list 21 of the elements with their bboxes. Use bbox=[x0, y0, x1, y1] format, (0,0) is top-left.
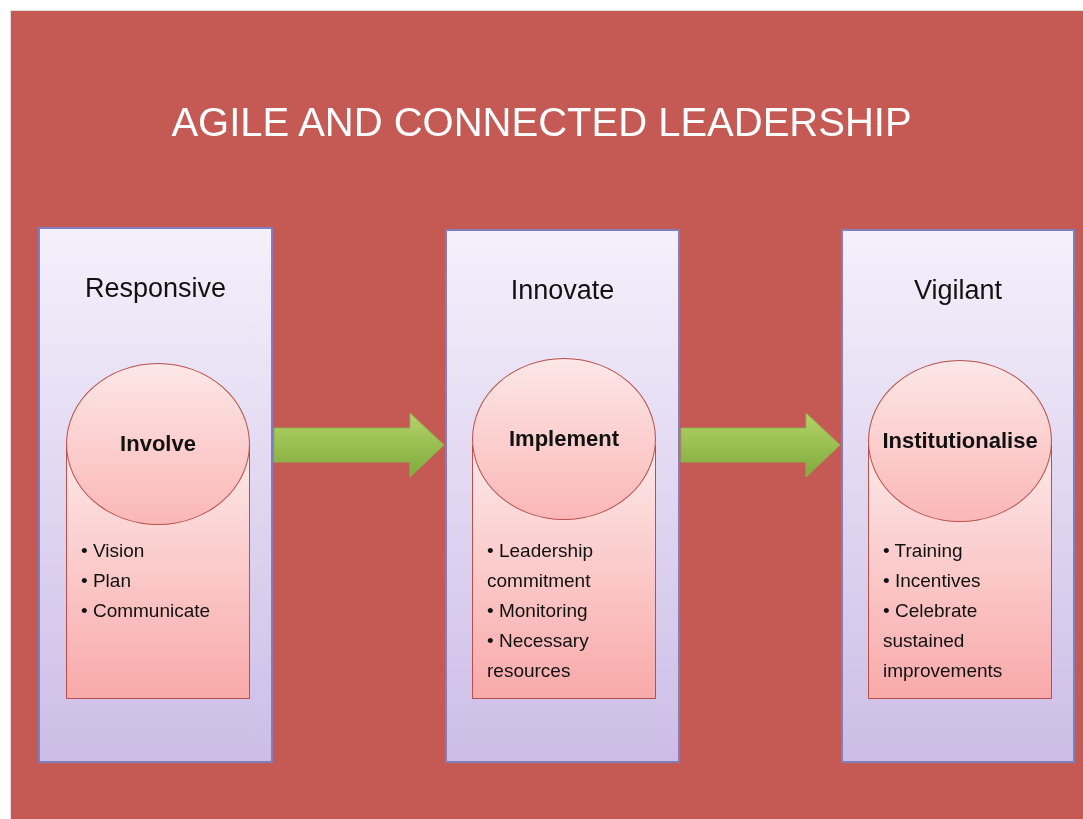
bullet-item: • Leadership commitment bbox=[487, 539, 594, 593]
bullet-item: • Incentives bbox=[883, 569, 982, 593]
step-label: Implement bbox=[509, 426, 619, 452]
bullet-item: • Monitoring bbox=[487, 599, 589, 623]
block-arrow bbox=[273, 412, 445, 478]
stage-heading: Responsive bbox=[83, 273, 228, 304]
bullet-item: • Communicate bbox=[81, 599, 212, 623]
bullet-item: • Vision bbox=[81, 539, 146, 563]
title: AGILE AND CONNECTED LEADERSHIP bbox=[170, 100, 913, 145]
bullet-item: • Necessary resources bbox=[487, 629, 590, 683]
step-label: Involve bbox=[120, 431, 196, 457]
stage-panel bbox=[445, 229, 680, 763]
stage-heading: Innovate bbox=[509, 275, 616, 306]
bullet-item: • Celebrate sustained improvements bbox=[883, 599, 1004, 683]
stage-panel bbox=[841, 229, 1075, 763]
step-label: Institutionalise bbox=[882, 428, 1038, 454]
stage-panel bbox=[38, 227, 273, 763]
block-arrow bbox=[680, 412, 841, 478]
bullet-item: • Plan bbox=[81, 569, 132, 593]
bullet-item: • Training bbox=[883, 539, 964, 563]
stage-heading: Vigilant bbox=[912, 275, 1004, 306]
